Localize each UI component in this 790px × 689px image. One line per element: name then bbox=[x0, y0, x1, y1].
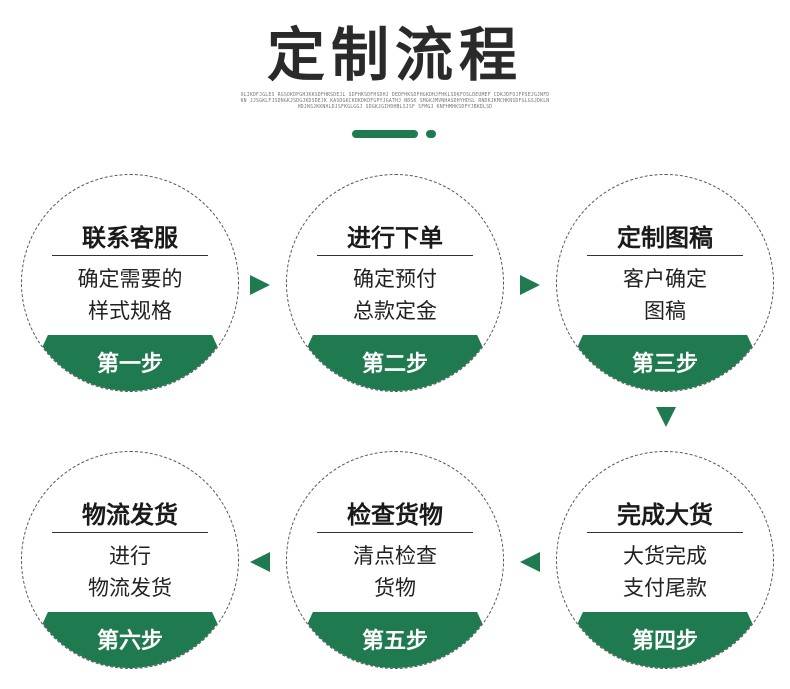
step-label: 第四步 bbox=[631, 629, 698, 654]
arrow-right-icon bbox=[250, 275, 270, 295]
step-2-circle: 进行下单 确定预付 总款定金 第二步 bbox=[286, 174, 504, 392]
step-5-circle: 检查货物 清点检查 货物 第五步 bbox=[286, 451, 504, 669]
description-line: 图稿 bbox=[644, 299, 686, 323]
step-1-circle: 联系客服 确定需要的 样式规格 第一步 bbox=[21, 174, 239, 392]
arrow-right-icon bbox=[520, 275, 540, 295]
step-label-band: 第四步 bbox=[557, 612, 773, 668]
step-label: 第一步 bbox=[96, 352, 163, 377]
step-heading: 进行下单 bbox=[347, 224, 443, 252]
divider bbox=[317, 255, 473, 256]
divider bbox=[317, 532, 473, 533]
step-label-band: 第一步 bbox=[22, 335, 238, 391]
description-line: 进行 bbox=[109, 544, 151, 568]
divider bbox=[587, 255, 743, 256]
title-accent-dot bbox=[426, 130, 436, 138]
step-heading: 联系客服 bbox=[82, 224, 178, 252]
description-line: 客户确定 bbox=[623, 267, 707, 291]
description-line: 物流发货 bbox=[88, 576, 172, 600]
description-line: 支付尾款 bbox=[623, 576, 707, 600]
step-description: 客户确定 图稿 bbox=[557, 263, 773, 327]
step-label-band: 第六步 bbox=[22, 612, 238, 668]
step-label: 第五步 bbox=[361, 629, 428, 654]
step-label-band: 第三步 bbox=[557, 335, 773, 391]
divider bbox=[52, 532, 208, 533]
description-line: 样式规格 bbox=[88, 299, 172, 323]
step-6-circle: 物流发货 进行 物流发货 第六步 bbox=[21, 451, 239, 669]
step-heading: 完成大货 bbox=[617, 501, 713, 529]
step-heading: 检查货物 bbox=[347, 501, 443, 529]
step-label-band: 第五步 bbox=[287, 612, 503, 668]
divider bbox=[52, 255, 208, 256]
divider bbox=[587, 532, 743, 533]
step-description: 进行 物流发货 bbox=[22, 540, 238, 604]
description-line: 确定需要的 bbox=[77, 267, 183, 291]
step-label: 第二步 bbox=[361, 352, 428, 377]
step-label: 第六步 bbox=[96, 629, 163, 654]
description-line: 清点检查 bbox=[353, 544, 437, 568]
description-line: 确定预付 bbox=[353, 267, 437, 291]
step-description: 确定需要的 样式规格 bbox=[22, 263, 238, 327]
page-title: 定制流程 bbox=[266, 21, 523, 89]
arrow-left-icon bbox=[250, 552, 270, 572]
step-heading: 物流发货 bbox=[82, 501, 178, 529]
arrow-down-icon bbox=[656, 407, 676, 427]
arrow-left-icon bbox=[520, 552, 540, 572]
title-accent-bar bbox=[352, 130, 418, 138]
step-description: 确定预付 总款定金 bbox=[287, 263, 503, 327]
description-line: 总款定金 bbox=[353, 299, 437, 323]
step-label-band: 第二步 bbox=[287, 335, 503, 391]
step-label: 第三步 bbox=[631, 352, 698, 377]
step-4-circle: 完成大货 大货完成 支付尾款 第四步 bbox=[556, 451, 774, 669]
step-heading: 定制图稿 bbox=[617, 224, 713, 252]
step-description: 大货完成 支付尾款 bbox=[557, 540, 773, 604]
subtitle-text: OLIKDFJGLES RGSOKDFGHJKKSDFHRSDEJL SDFHK… bbox=[240, 93, 550, 110]
step-3-circle: 定制图稿 客户确定 图稿 第三步 bbox=[556, 174, 774, 392]
description-line: 货物 bbox=[374, 576, 416, 600]
step-description: 清点检查 货物 bbox=[287, 540, 503, 604]
description-line: 大货完成 bbox=[623, 544, 707, 568]
